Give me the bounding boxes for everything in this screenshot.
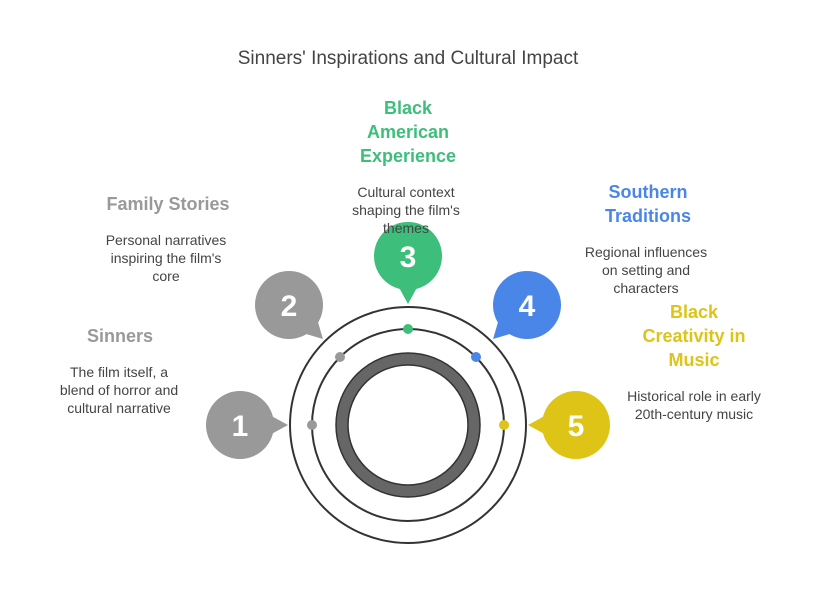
item-5-badge bbox=[542, 391, 610, 459]
hub-ring bbox=[336, 353, 480, 497]
item-4-label: Southern Traditions bbox=[604, 182, 691, 226]
item-4-ring-dot bbox=[471, 352, 481, 362]
item-3-badge bbox=[374, 222, 442, 290]
hub-outline-inner bbox=[347, 364, 469, 486]
item-2-label: Family Stories bbox=[106, 194, 230, 214]
item-4-description: Regional influences on setting and chara… bbox=[584, 244, 708, 296]
item-1-badge bbox=[206, 391, 274, 459]
item-3-description: Cultural context shaping the film's them… bbox=[352, 184, 460, 236]
item-2-ring-dot bbox=[335, 352, 345, 362]
item-3-number: 3 bbox=[400, 241, 417, 274]
item-1-number: 1 bbox=[232, 410, 249, 443]
item-2-badge bbox=[255, 271, 323, 339]
item-4-badge bbox=[493, 271, 561, 339]
item-2-number: 2 bbox=[281, 290, 298, 323]
item-5-number: 5 bbox=[568, 410, 585, 443]
item-1-label: Sinners bbox=[86, 326, 154, 346]
item-4-number: 4 bbox=[519, 290, 536, 323]
outer-ring bbox=[289, 306, 527, 544]
item-5-label: Black Creativity in Music bbox=[642, 302, 746, 370]
item-5-description: Historical role in early 20th-century mu… bbox=[627, 388, 761, 422]
item-1-description: The film itself, a blend of horror and c… bbox=[59, 364, 179, 416]
item-1-ring-dot bbox=[307, 420, 317, 430]
item-3-label: Black American Experience bbox=[359, 98, 457, 166]
item-2-description: Personal narratives inspiring the film's… bbox=[105, 232, 227, 284]
item-3-ring-dot bbox=[403, 324, 413, 334]
hub-outline-outer bbox=[335, 352, 481, 498]
diagram-title: Sinners' Inspirations and Cultural Impac… bbox=[237, 48, 579, 69]
item-5-ring-dot bbox=[499, 420, 509, 430]
